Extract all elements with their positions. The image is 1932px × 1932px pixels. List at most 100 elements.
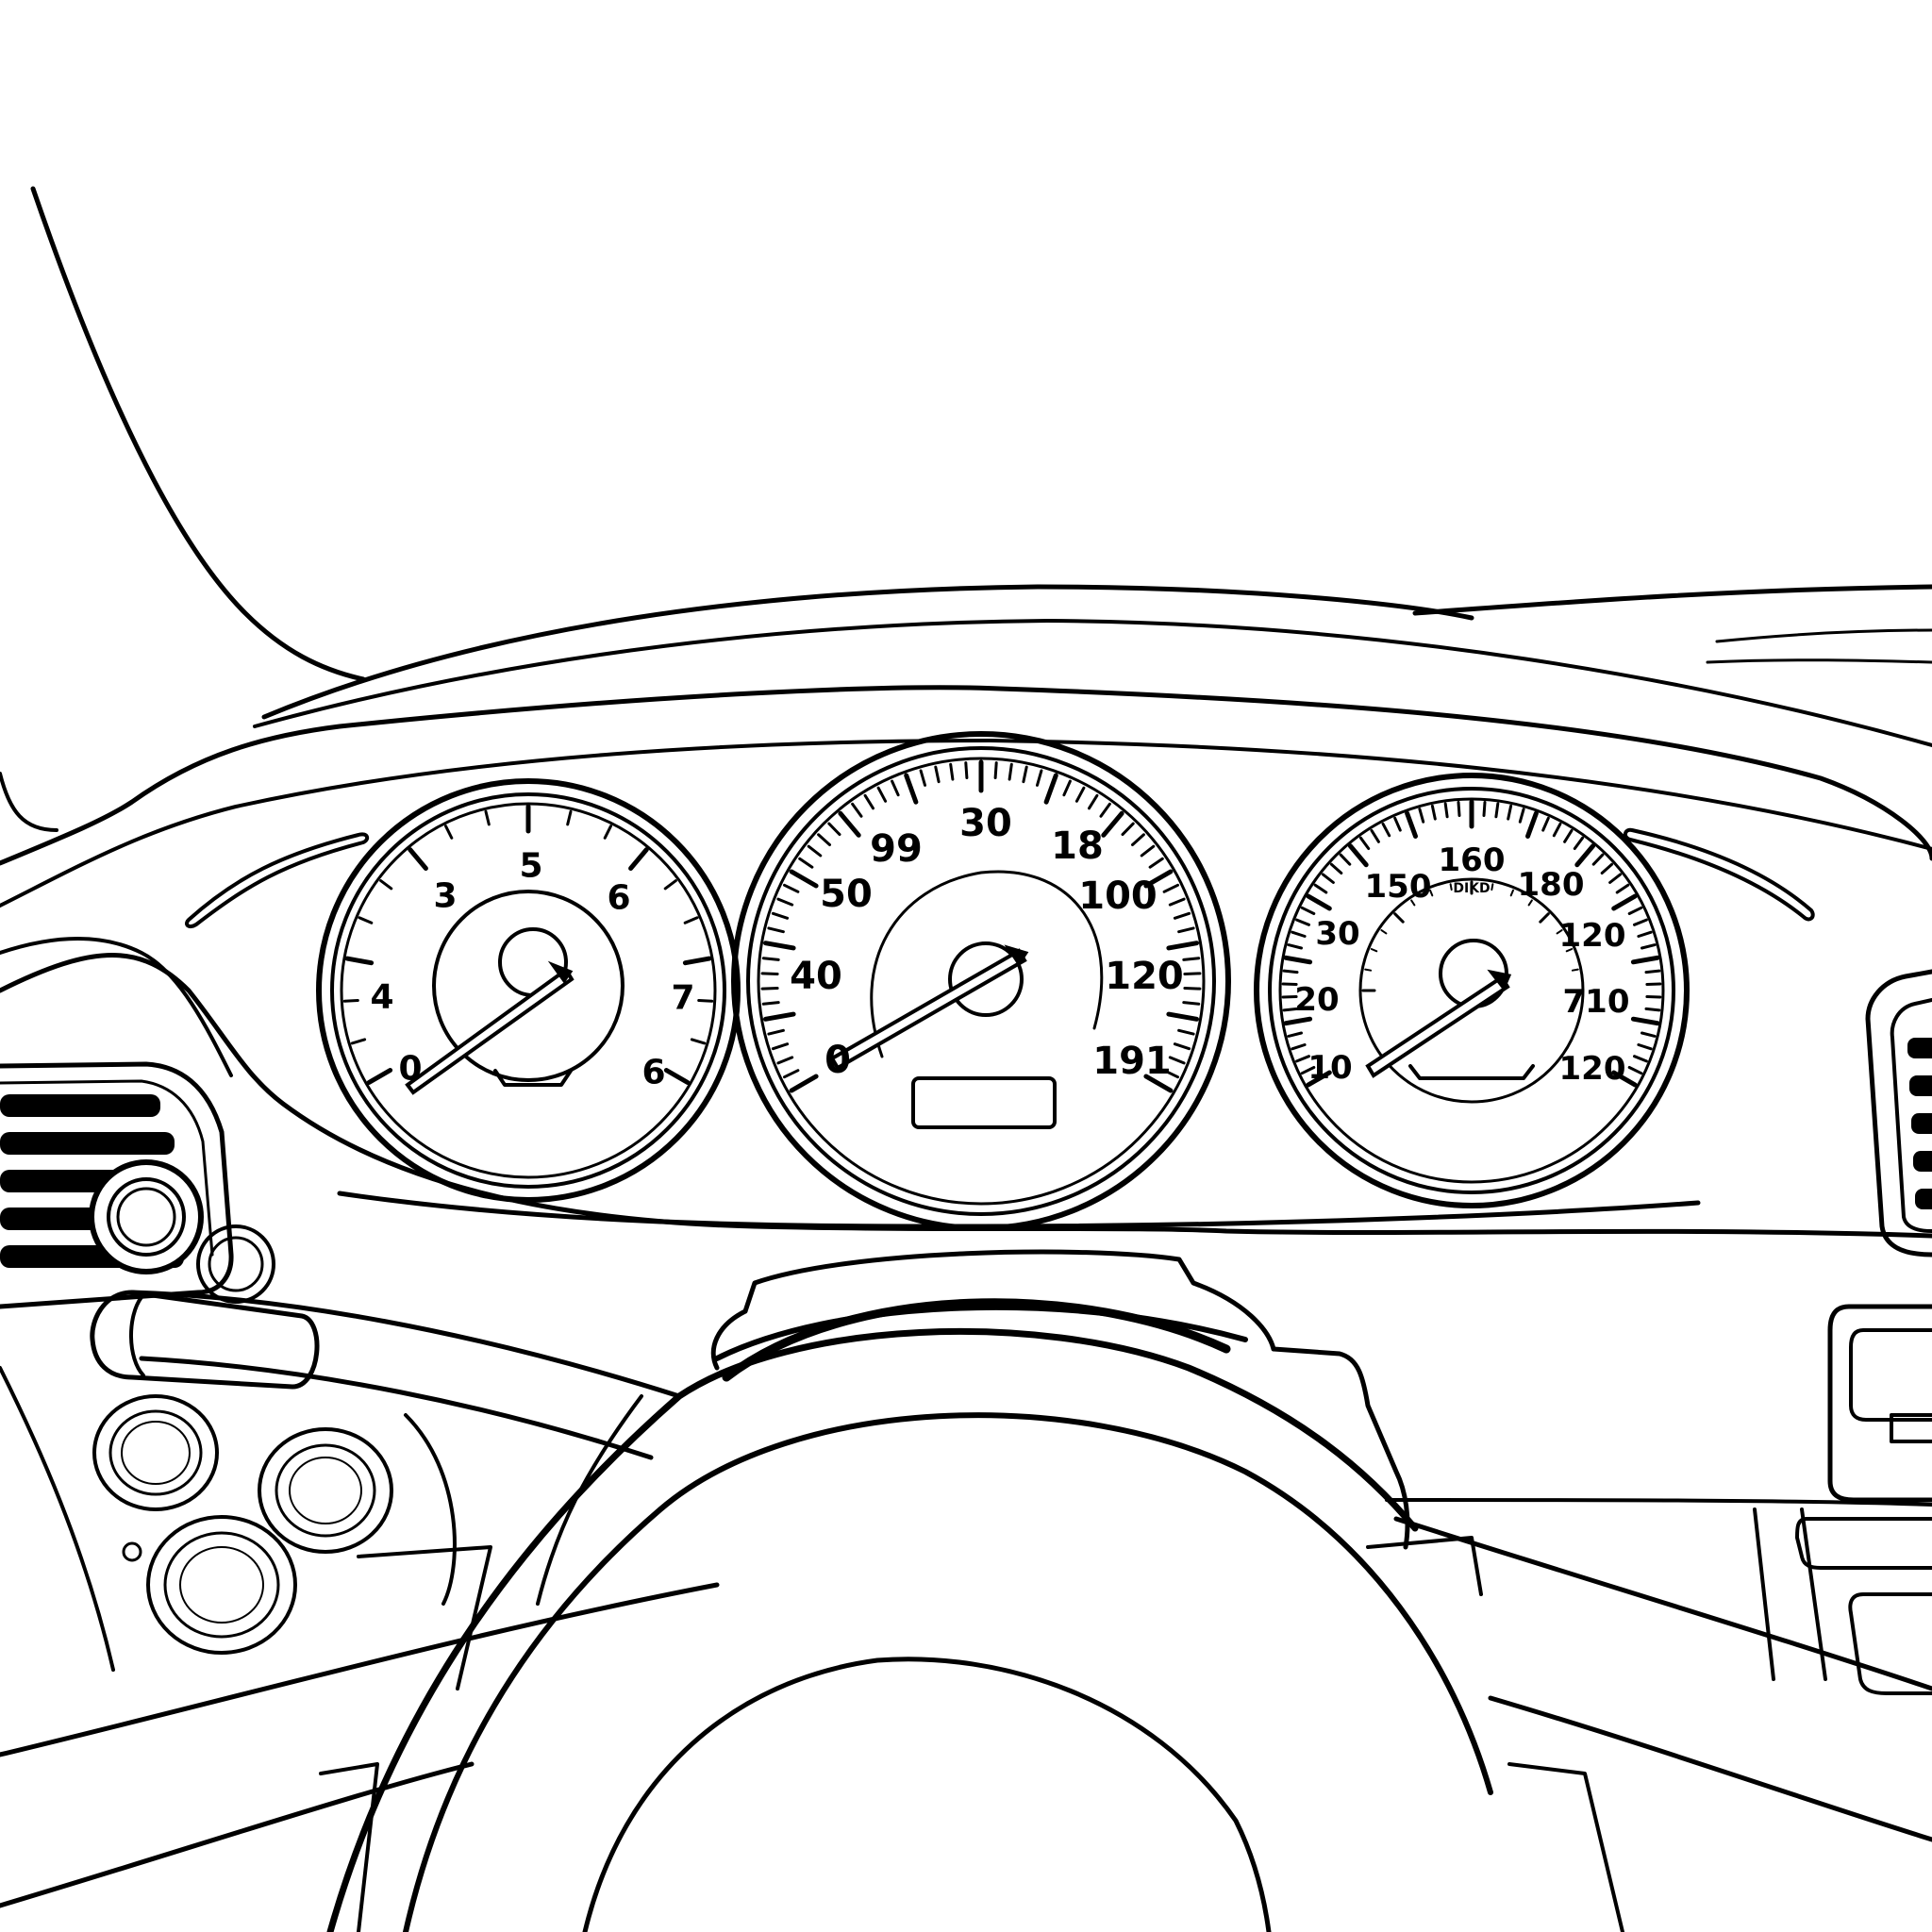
tick-mark — [1457, 801, 1461, 817]
tick-mark — [1022, 765, 1028, 784]
tick-mark — [771, 1042, 790, 1051]
dash-top-second — [253, 619, 1932, 747]
tick-mark — [934, 765, 941, 784]
tick-mark — [851, 802, 863, 818]
tick-mark — [789, 869, 819, 889]
tick-mark — [1074, 786, 1086, 803]
tick-mark — [817, 833, 831, 846]
left-vent-frame — [0, 1061, 234, 1309]
tick-mark — [964, 761, 969, 779]
tick-mark — [1627, 1066, 1643, 1075]
tick-mark — [1641, 1031, 1657, 1038]
right-gauge-inner-dial — [1358, 877, 1585, 1104]
tick-mark — [1556, 929, 1563, 935]
tick-mark — [1281, 982, 1298, 986]
left-vent-knob[interactable] — [89, 1159, 204, 1274]
tick-mark — [484, 809, 491, 826]
tick-mark — [763, 941, 796, 951]
turn-signal-stalk[interactable] — [90, 1290, 682, 1460]
tick-mark — [1507, 804, 1513, 821]
left-gauge-hub-ring — [432, 890, 625, 1082]
cluster-hood — [0, 685, 1932, 866]
tick-mark — [1101, 810, 1124, 838]
center-gauge-label-3: 99 — [870, 827, 923, 871]
tick-mark — [789, 1074, 819, 1093]
tick-mark — [876, 786, 888, 803]
tick-mark — [1482, 801, 1487, 817]
tick-mark — [1563, 828, 1574, 843]
center-gauge-needle — [829, 944, 1029, 1071]
center-gauge: 0 40 50 99 30 18 100 120 191 — [731, 731, 1231, 1231]
dash-top-outer — [261, 584, 1474, 720]
tick-mark — [1295, 918, 1310, 926]
tick-mark — [776, 1056, 794, 1065]
tick-mark — [767, 926, 785, 934]
center-gauge-label-5: 18 — [1051, 824, 1104, 868]
right-gauge-label-0: 10 — [1307, 1049, 1352, 1087]
tick-mark — [1630, 955, 1660, 965]
right-gauge-label-1: 20 — [1294, 981, 1339, 1019]
left-gauge-label-1: 4 — [370, 978, 393, 1017]
center-gauge-label-0: 0 — [824, 1039, 851, 1082]
left-gauge-label-2: 3 — [433, 877, 457, 916]
tick-mark — [1380, 929, 1388, 935]
tick-mark — [1177, 926, 1195, 934]
right-vent[interactable] — [1865, 969, 1932, 1257]
dash-lower-line-3 — [1393, 1516, 1932, 1691]
left-knob-cluster[interactable] — [92, 1224, 393, 1655]
tick-mark — [1429, 889, 1434, 897]
tick-mark — [1633, 1055, 1648, 1063]
right-gauge-inner-text: DIKD — [1453, 881, 1490, 896]
tick-mark — [682, 956, 712, 966]
tick-mark — [1339, 853, 1352, 866]
tick-mark — [760, 987, 779, 991]
tick-mark — [776, 897, 794, 907]
cluster-bezel-bottom — [337, 1191, 1701, 1229]
tick-mark — [1645, 995, 1662, 999]
right-gauge-ticks — [1281, 799, 1662, 1088]
right-gauge-label-4: 160 — [1439, 841, 1506, 879]
tick-mark — [1329, 862, 1343, 874]
tick-mark — [628, 847, 649, 871]
tick-mark — [1491, 883, 1494, 891]
hood-slot-right — [1624, 827, 1815, 922]
tick-mark — [1183, 987, 1202, 991]
tick-mark — [919, 769, 926, 787]
center-gauge-label-6: 100 — [1078, 874, 1158, 918]
steering-wheel[interactable] — [319, 1327, 1624, 1932]
tick-mark — [1527, 899, 1533, 907]
center-gauge-label-4: 30 — [959, 802, 1012, 845]
left-gauge-label-4: 6 — [607, 879, 630, 918]
tick-mark — [1443, 802, 1449, 819]
right-gauge: 10 20 30 150 160 180 120 710 120 DIKD — [1254, 773, 1690, 1208]
tick-mark — [663, 879, 677, 891]
left-panel-edge — [0, 1366, 115, 1672]
tick-mark — [807, 844, 823, 858]
dash-lower-line-5 — [1385, 1498, 1932, 1507]
tick-mark — [1644, 1007, 1661, 1012]
tick-mark — [1291, 930, 1307, 938]
left-gauge-label-6: 6 — [641, 1054, 665, 1092]
tick-mark — [1565, 948, 1574, 953]
tick-mark — [1295, 1055, 1310, 1063]
tick-mark — [1644, 969, 1661, 974]
tick-mark — [1182, 957, 1201, 961]
tick-mark — [1140, 844, 1156, 858]
left-gauge-label-0: 0 — [398, 1050, 422, 1089]
dash-right-line-2 — [1706, 658, 1932, 664]
tick-mark — [1645, 982, 1662, 986]
hood-slot-left — [185, 832, 370, 929]
a-pillar — [30, 186, 366, 682]
tick-mark — [1358, 836, 1371, 850]
tick-mark — [1552, 822, 1562, 838]
tick-mark — [1571, 968, 1579, 972]
tick-mark — [798, 857, 814, 869]
tick-mark — [408, 847, 428, 871]
tick-mark — [379, 879, 393, 891]
tick-mark — [366, 1068, 393, 1085]
center-gauge-label-2: 50 — [820, 873, 873, 916]
tick-mark — [1282, 969, 1299, 974]
tick-mark — [1168, 897, 1186, 907]
right-gauge-inner-ticks — [1361, 880, 1582, 992]
tick-mark — [1630, 1016, 1660, 1026]
